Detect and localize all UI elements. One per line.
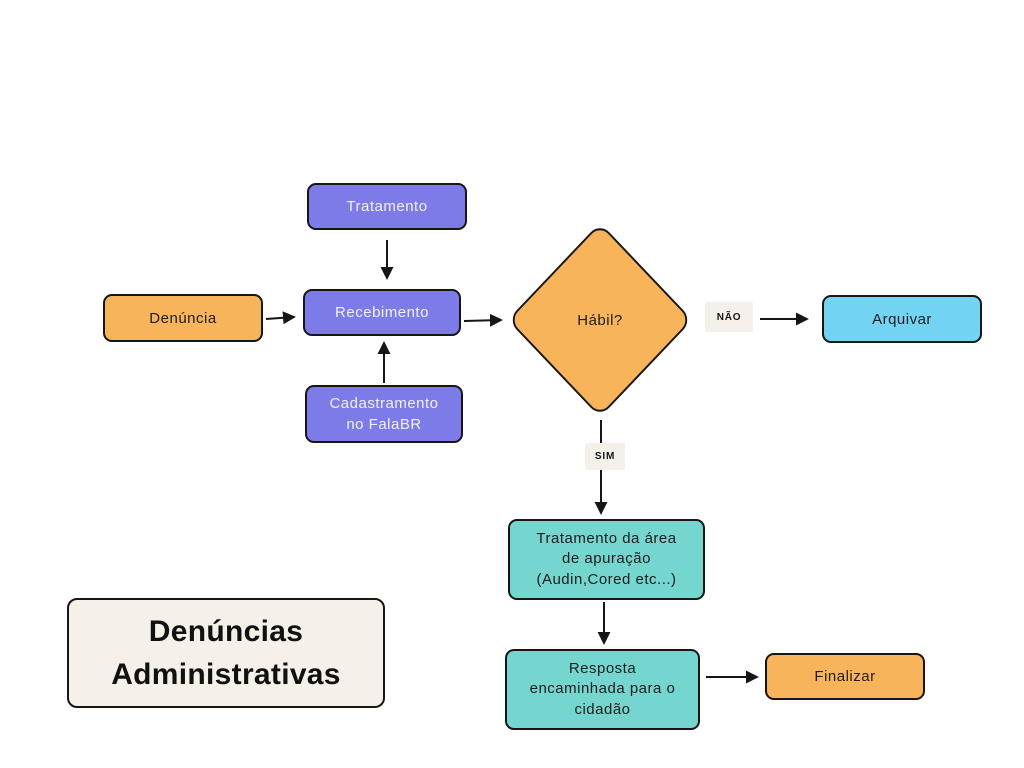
diagram-title-line-2: Administrativas: [111, 658, 341, 691]
node-finalizar-label: Finalizar: [814, 668, 876, 685]
node-tratamento-label: Tratamento: [346, 198, 428, 215]
node-cadastramento-line-2: no FalaBR: [346, 416, 422, 433]
edge-label-nao: NÃO: [705, 302, 753, 332]
node-cadastramento: Cadastramento no FalaBR: [305, 385, 463, 443]
node-tratamento-area-line-2: de apuração: [562, 550, 651, 568]
node-resposta: Resposta encaminhada para o cidadão: [505, 649, 700, 730]
node-denuncia: Denúncia: [103, 294, 263, 342]
node-denuncia-label: Denúncia: [149, 309, 217, 327]
node-arquivar-label: Arquivar: [872, 310, 932, 328]
node-resposta-line-3: cidadão: [574, 700, 631, 718]
node-resposta-line-1: Resposta: [568, 660, 637, 678]
diagram-title: Denúncias Administrativas: [67, 598, 385, 708]
node-tratamento-area-line-3: (Audin,Cored etc...): [536, 570, 677, 588]
node-tratamento-area-line-1: Tratamento da área: [536, 530, 677, 548]
node-cadastramento-line-1: Cadastramento: [329, 395, 439, 412]
node-recebimento-label: Recebimento: [335, 304, 429, 321]
edge-label-sim: SIM: [585, 443, 625, 470]
node-finalizar: Finalizar: [765, 653, 925, 700]
node-resposta-line-2: encaminhada para o: [529, 680, 676, 698]
arrow-recebimento-to-habil: [463, 313, 503, 327]
node-tratamento: Tratamento: [307, 183, 467, 230]
arrow-denuncia-to-recebimento: [265, 311, 296, 325]
node-habil-label: Hábil?: [577, 311, 623, 329]
diagram-title-line-1: Denúncias: [148, 614, 304, 648]
node-arquivar: Arquivar: [822, 295, 982, 343]
node-tratamento-area: Tratamento da área de apuração (Audin,Co…: [508, 519, 705, 600]
node-recebimento: Recebimento: [303, 289, 461, 336]
node-habil-decision: Hábil?: [507, 222, 693, 418]
